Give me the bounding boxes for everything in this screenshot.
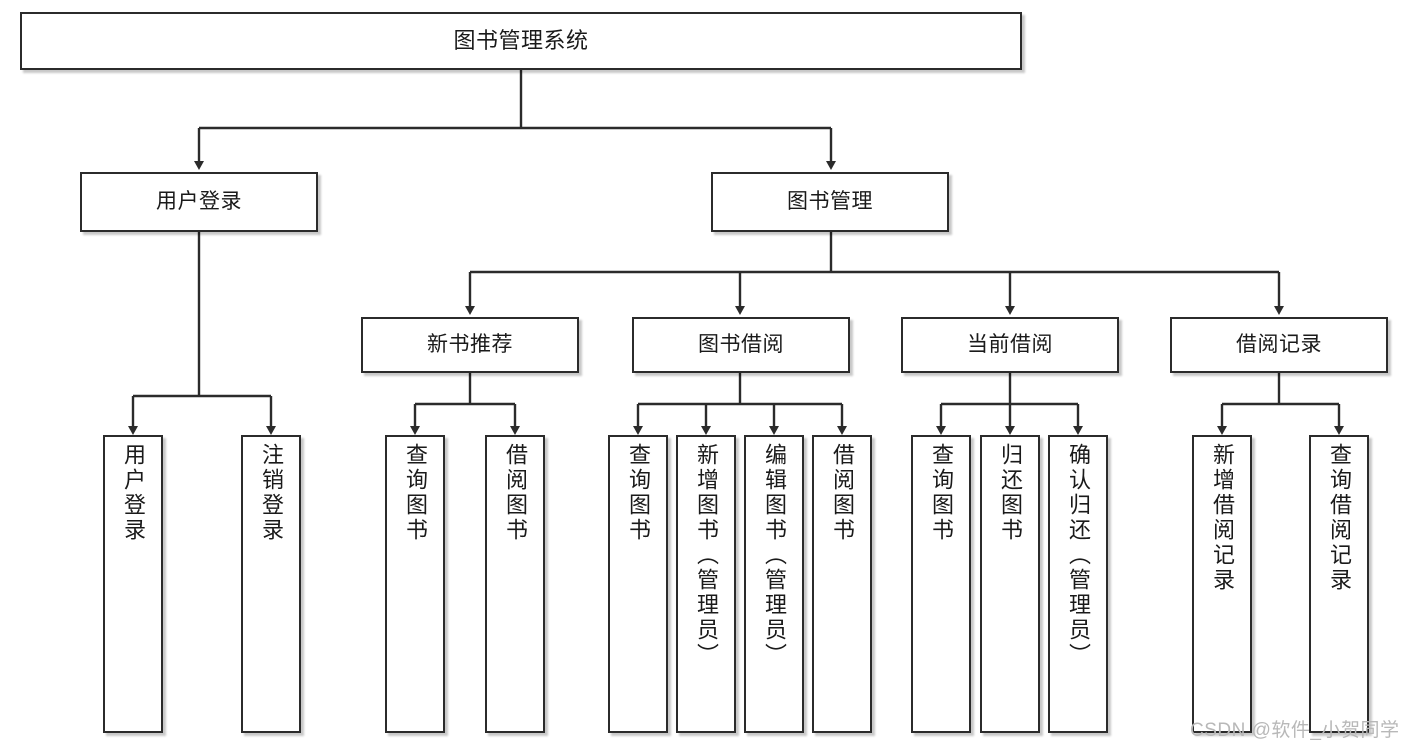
node-label: 归还图书 xyxy=(998,443,1023,543)
leaf-borrow-edit-book-admin[interactable]: 编辑图书（管理员） xyxy=(744,435,804,733)
leaf-record-add-record[interactable]: 新增借阅记录 xyxy=(1192,435,1252,733)
leaf-current-return-book[interactable]: 归还图书 xyxy=(980,435,1040,733)
leaf-recommend-borrow-book[interactable]: 借阅图书 xyxy=(485,435,545,733)
node-new-book-recommend[interactable]: 新书推荐 xyxy=(361,317,579,373)
node-label: 新增借阅记录 xyxy=(1210,443,1235,593)
node-label: 编辑图书（管理员） xyxy=(762,443,787,668)
leaf-current-confirm-return-admin[interactable]: 确认归还（管理员） xyxy=(1048,435,1108,733)
node-label: 新增图书（管理员） xyxy=(694,443,719,668)
leaf-borrow-query-book[interactable]: 查询图书 xyxy=(608,435,668,733)
node-borrow-record[interactable]: 借阅记录 xyxy=(1170,317,1388,373)
leaf-borrow-borrow-book[interactable]: 借阅图书 xyxy=(812,435,872,733)
node-user-login[interactable]: 用户登录 xyxy=(80,172,318,232)
leaf-record-query-record[interactable]: 查询借阅记录 xyxy=(1309,435,1369,733)
node-book-borrow[interactable]: 图书借阅 xyxy=(632,317,850,373)
node-label: 借阅图书 xyxy=(830,443,855,543)
node-label: 用户登录 xyxy=(121,443,146,543)
leaf-borrow-add-book-admin[interactable]: 新增图书（管理员） xyxy=(676,435,736,733)
leaf-recommend-query-book[interactable]: 查询图书 xyxy=(385,435,445,733)
leaf-user-login-signout[interactable]: 注销登录 xyxy=(241,435,301,733)
node-label: 借阅图书 xyxy=(503,443,528,543)
node-book-management[interactable]: 图书管理 xyxy=(711,172,949,232)
csdn-watermark: CSDN @软件_小贺同学 xyxy=(1190,720,1400,741)
node-label: 用户登录 xyxy=(156,190,242,214)
node-label: 查询借阅记录 xyxy=(1327,443,1352,593)
node-current-borrow[interactable]: 当前借阅 xyxy=(901,317,1119,373)
node-label: 查询图书 xyxy=(626,443,651,543)
node-label: 图书管理系统 xyxy=(453,27,589,53)
node-label: 借阅记录 xyxy=(1236,333,1322,357)
node-label: 图书管理 xyxy=(787,190,873,214)
node-root-system[interactable]: 图书管理系统 xyxy=(20,12,1022,70)
leaf-current-query-book[interactable]: 查询图书 xyxy=(911,435,971,733)
node-label: 新书推荐 xyxy=(427,333,513,357)
leaf-user-login-signin[interactable]: 用户登录 xyxy=(103,435,163,733)
node-label: 当前借阅 xyxy=(967,333,1053,357)
node-label: 查询图书 xyxy=(929,443,954,543)
node-label: 查询图书 xyxy=(403,443,428,543)
node-label: 确认归还（管理员） xyxy=(1066,443,1091,668)
node-label: 注销登录 xyxy=(259,443,284,543)
node-label: 图书借阅 xyxy=(698,333,784,357)
